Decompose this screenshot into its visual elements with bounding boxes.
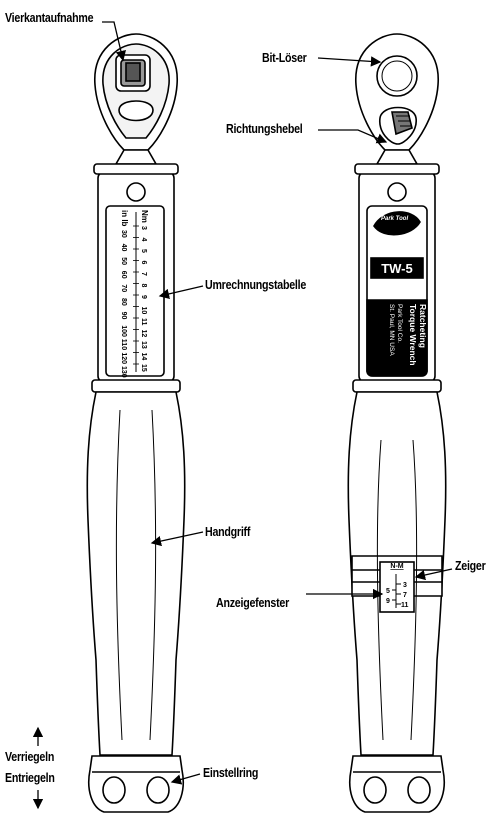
nm-scale-value: 5	[140, 249, 147, 253]
nm-scale-value: 4	[140, 238, 147, 242]
window-right-value-2: 7	[403, 592, 407, 599]
label-square-drive: Vierkantaufnahme	[5, 10, 93, 25]
label-direction-lever: Richtungshebel	[226, 121, 303, 136]
inlb-scale-value: 70	[120, 284, 127, 292]
nm-scale-value: 15	[140, 364, 147, 372]
label-conversion-table: Umrechnungstabelle	[205, 277, 306, 292]
label-unlock: Entriegeln	[5, 770, 55, 785]
nm-scale-value: 12	[140, 330, 147, 338]
label-adjust-ring: Einstellring	[203, 765, 258, 780]
inlb-scale-value: 30	[120, 230, 127, 238]
nm-scale-value: 14	[140, 353, 147, 361]
label-lock: Verriegeln	[5, 749, 54, 764]
nm-scale-value: 7	[140, 272, 147, 276]
nm-scale-value: 10	[140, 307, 147, 315]
right-adjust-ring	[350, 756, 444, 812]
window-right-value-3: 11	[401, 602, 409, 609]
label-bit-release: Bit-Löser	[262, 50, 307, 65]
nm-scale-value: 6	[140, 261, 147, 265]
left-handle	[87, 392, 184, 755]
label-pointer: Zeiger	[455, 558, 486, 573]
window-left-value-1: 5	[386, 588, 390, 595]
label-handle: Handgriff	[205, 524, 250, 539]
window-unit: N-M	[390, 563, 403, 570]
inlb-scale-value: 90	[120, 312, 127, 320]
inlb-scale-value: 80	[120, 298, 127, 306]
inlb-unit: in lb	[120, 210, 129, 227]
brand-line-2: Torque Wrench	[408, 304, 418, 366]
model-name: TW-5	[381, 261, 413, 276]
conversion-scale-plate	[106, 206, 164, 376]
inlb-scale-value: 130	[120, 366, 127, 378]
left-wrench	[87, 34, 184, 812]
nm-scale-value: 8	[140, 284, 147, 288]
inlb-scale-value: 60	[120, 271, 127, 279]
inlb-scale-value: 120	[120, 352, 127, 364]
inlb-scale-value: 110	[120, 339, 127, 350]
right-wrench	[348, 34, 445, 812]
brand-line-4: St. Paul, MN USA	[388, 304, 395, 356]
window-left-value-2: 9	[386, 598, 390, 605]
label-display-window: Anzeigefenster	[216, 595, 289, 610]
nm-scale-value: 3	[140, 226, 147, 230]
nm-unit: Nm	[140, 210, 149, 223]
inlb-scale-value: 100	[120, 325, 127, 337]
brand-line-3: Park Tool Co.	[396, 304, 403, 343]
nm-scale-value: 13	[140, 341, 147, 349]
logo-text: Park Tool	[381, 216, 408, 222]
window-right-value-1: 3	[403, 582, 407, 589]
square-drive	[116, 55, 150, 91]
left-adjust-ring	[89, 756, 183, 812]
brand-line-1: Ratcheting	[418, 304, 428, 348]
nm-scale-value: 9	[140, 295, 147, 299]
nm-scale-value: 11	[140, 318, 147, 326]
inlb-scale-value: 50	[120, 257, 127, 265]
inlb-scale-value: 40	[120, 244, 127, 252]
